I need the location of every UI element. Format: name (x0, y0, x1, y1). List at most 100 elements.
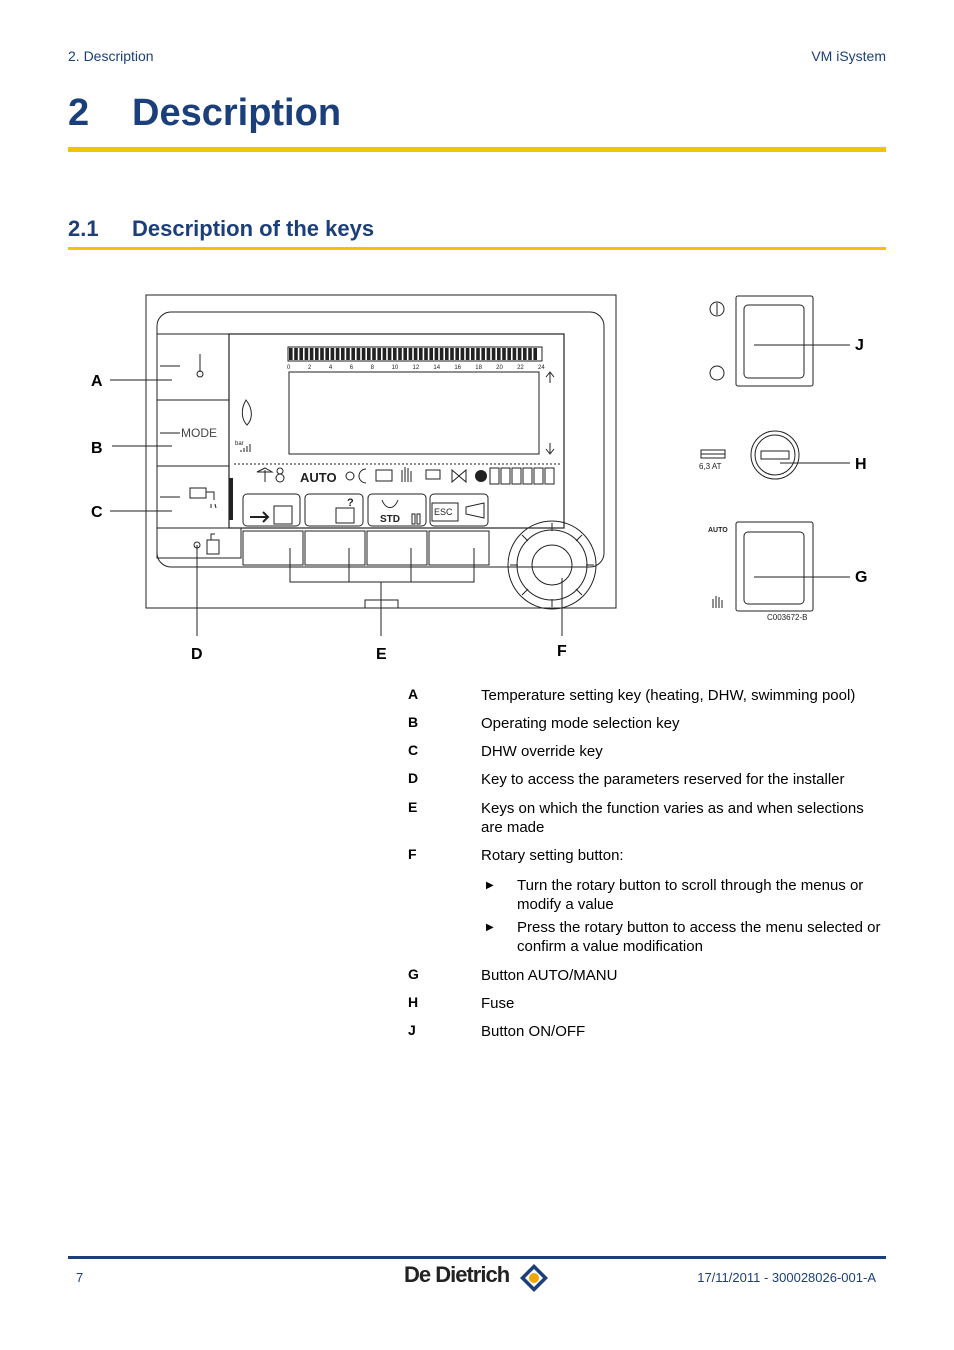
dhw-tap-icon (189, 487, 217, 509)
softkey-icons (242, 493, 489, 527)
time-segment (424, 348, 428, 360)
time-segment (294, 348, 298, 360)
segment-digit (489, 467, 500, 485)
callout-b: B (91, 440, 103, 457)
bullet-arrow-icon: ▶ (486, 880, 494, 891)
document-reference: 17/11/2011 - 300028026-001-A (697, 1270, 876, 1285)
dhw-status-icon (425, 469, 441, 480)
valve-icon (451, 468, 467, 484)
time-segment (439, 348, 444, 360)
section-title: Description of the keys (132, 216, 375, 241)
snowman-icon (275, 467, 285, 483)
time-segment (325, 348, 329, 360)
pump-icon (475, 470, 487, 482)
auto-switch-label: AUTO (708, 527, 728, 534)
key-text-g: Button AUTO/MANU (481, 967, 618, 984)
fuse-rating-label: 6,3 AT (699, 462, 722, 471)
time-segment (346, 348, 350, 360)
key-letter-b: B (408, 714, 419, 730)
moon-icon (358, 468, 367, 484)
page-number: 7 (76, 1270, 84, 1285)
time-segment (497, 348, 501, 360)
key-letter-a: A (408, 686, 419, 702)
time-scale-tick-label: 4 (329, 365, 333, 371)
panel-marker (229, 478, 233, 520)
on-off-switch (709, 295, 814, 387)
key-text-d: Key to access the parameters reserved fo… (481, 771, 845, 788)
callout-f: F (557, 643, 567, 660)
time-scale-tick-label: 22 (517, 365, 524, 371)
callout-c: C (91, 504, 103, 521)
arrow-down-icon (545, 443, 555, 455)
auto-manu-switch (712, 521, 814, 612)
time-segment (471, 348, 475, 360)
time-scale-tick-label: 2 (308, 365, 312, 371)
section-number: 2.1 (68, 216, 99, 241)
bullet-arrow-icon: ▶ (486, 922, 494, 933)
time-segment (413, 348, 418, 360)
time-segment (455, 348, 459, 360)
callout-h: H (855, 456, 867, 473)
time-scale-tick-label: 12 (413, 365, 420, 371)
fuse-holder (700, 430, 800, 480)
time-segment (476, 348, 480, 360)
control-panel (145, 294, 617, 609)
section-rule (68, 247, 886, 250)
time-segment (517, 348, 522, 360)
time-segment (309, 348, 314, 360)
callout-e: E (376, 646, 387, 663)
time-segment (341, 348, 345, 360)
time-segment (429, 348, 433, 360)
callout-j: J (855, 337, 864, 354)
time-segment (408, 348, 413, 360)
sun-icon (345, 471, 355, 481)
time-segment (533, 348, 537, 360)
time-scale-tick-label: 8 (371, 365, 375, 371)
segment-digit (522, 467, 533, 485)
summer-icon (256, 467, 274, 482)
time-segment (382, 348, 387, 360)
pressure-unit-label: bar (235, 441, 244, 447)
time-segment (377, 348, 381, 360)
running-header-section: 2. Description (68, 48, 154, 64)
time-segment (507, 348, 511, 360)
key-text-h: Fuse (481, 995, 515, 1012)
time-segment (419, 348, 423, 360)
time-segment (486, 348, 491, 360)
time-scale-tick-label: 24 (538, 365, 545, 371)
time-scale-tick-label: 6 (350, 365, 354, 371)
chapter-rule (68, 147, 886, 152)
time-segment (528, 348, 532, 360)
holiday-suitcase-icon (375, 469, 393, 482)
flame-icon (241, 399, 252, 426)
time-segment (356, 348, 361, 360)
time-segment (491, 348, 496, 360)
time-segment (434, 348, 439, 360)
key-text-j: Button ON/OFF (481, 1023, 586, 1040)
time-segment (304, 348, 309, 360)
time-segment (320, 348, 324, 360)
callout-a: A (91, 373, 103, 390)
installer-key-icon (193, 533, 220, 555)
rotary-bullet-2: Press the rotary button to access the me… (517, 919, 881, 955)
time-segment (351, 348, 355, 360)
key-letter-e: E (408, 799, 418, 815)
rotary-bullet-1: Turn the rotary button to scroll through… (517, 877, 864, 913)
time-segment (502, 348, 506, 360)
key-text-a: Temperature setting key (heating, DHW, s… (481, 687, 856, 704)
key-text-f: Rotary setting button: (481, 847, 624, 864)
chapter-number: 2 (68, 92, 90, 134)
key-letter-h: H (408, 994, 419, 1010)
mode-key-label: MODE (181, 426, 217, 440)
time-segment (523, 348, 527, 360)
running-header-product: VM iSystem (811, 48, 886, 64)
key-letter-c: C (408, 742, 419, 758)
time-scale-tick-label: 16 (454, 365, 461, 371)
key-letter-g: G (408, 966, 419, 982)
callout-d: D (191, 646, 203, 663)
time-segment (460, 348, 465, 360)
time-segment (465, 348, 470, 360)
